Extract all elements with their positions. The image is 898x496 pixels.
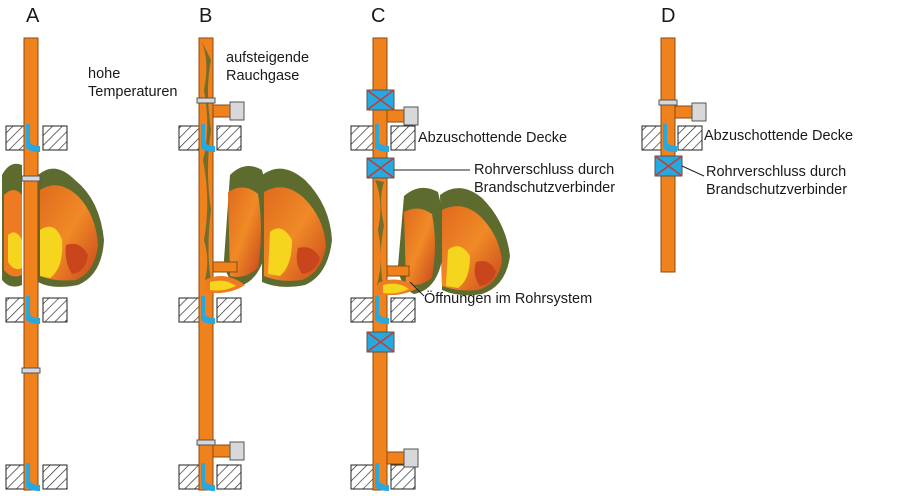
fire-cluster: [2, 163, 104, 287]
ceiling-slab: [216, 464, 242, 490]
branch-fitting: [212, 444, 232, 458]
fire-protection-connector: [366, 89, 395, 111]
ceiling-slab: [42, 125, 68, 151]
label-oeffnungen: Öffnungen im Rohrsystem: [424, 289, 592, 307]
ceiling-slab: [216, 297, 242, 323]
panel-a: [2, 37, 104, 491]
water-trap: [375, 124, 389, 152]
branch-cap: [229, 441, 245, 461]
label-verschluss-d: Rohrverschluss durch Brandschutzverbinde…: [706, 164, 850, 198]
fire-protection-connector: [366, 331, 395, 353]
panel-b: [178, 37, 332, 491]
water-trap: [201, 296, 215, 324]
label-decke-d: Abzuschottende Decke: [704, 128, 853, 144]
ceiling-slab: [677, 125, 703, 151]
pipe: [198, 37, 214, 491]
panel-letter-a: A: [26, 5, 40, 27]
pipe: [660, 37, 676, 273]
water-trap: [663, 124, 677, 152]
water-trap: [26, 124, 40, 152]
ceiling-slab: [350, 464, 376, 490]
branch-cap: [691, 102, 707, 122]
water-trap: [26, 296, 40, 324]
panel-c: [350, 37, 510, 491]
branch-fitting: [386, 109, 406, 123]
branch-cap: [403, 448, 419, 468]
panel-letter-c: C: [371, 5, 385, 27]
fire-protection-connector: [366, 157, 395, 179]
water-trap: [201, 124, 215, 152]
ceiling-slab: [350, 125, 376, 151]
water-trap: [375, 296, 389, 324]
label-hohe-temperaturen: hohe Temperaturen: [88, 66, 177, 100]
ceiling-slab: [216, 125, 242, 151]
ceiling-slab: [350, 297, 376, 323]
pipe-collar: [196, 439, 216, 446]
water-trap: [201, 463, 215, 491]
branch-cap: [403, 106, 419, 126]
fire-cluster: [224, 166, 332, 287]
ceiling-slab: [390, 297, 416, 323]
ceiling-slab: [42, 464, 68, 490]
panel-letter-d: D: [661, 5, 675, 27]
branch-fitting: [674, 105, 694, 119]
open-branch: [386, 265, 410, 277]
pipe: [23, 37, 39, 491]
panel-d: [641, 37, 707, 273]
branch-cap: [229, 101, 245, 121]
leader-line: [681, 165, 705, 177]
ceiling-slab: [390, 464, 416, 490]
ceiling-slab: [42, 297, 68, 323]
ceiling-slab: [390, 125, 416, 151]
leader-line: [409, 281, 425, 297]
panel-letter-b: B: [199, 5, 212, 27]
open-branch: [212, 261, 238, 273]
label-rauchgase: aufsteigende Rauchgase: [226, 50, 313, 84]
pipe-collar: [196, 97, 216, 104]
smoke-inside-pipe: [201, 40, 211, 280]
label-decke-c: Abzuschottende Decke: [418, 130, 567, 146]
pipe-collar: [658, 99, 678, 106]
label-verschluss-c: Rohrverschluss durch Brandschutzverbinde…: [474, 162, 618, 196]
fire-cluster: [398, 187, 510, 296]
water-trap: [26, 463, 40, 491]
branch-fitting: [212, 104, 232, 118]
smoke-inside-pipe: [375, 180, 384, 285]
water-trap: [375, 463, 389, 491]
fire-protection-connector: [654, 155, 683, 177]
pipe-collar: [21, 367, 41, 374]
pipe-collar: [21, 175, 41, 182]
branch-fitting: [386, 451, 406, 465]
